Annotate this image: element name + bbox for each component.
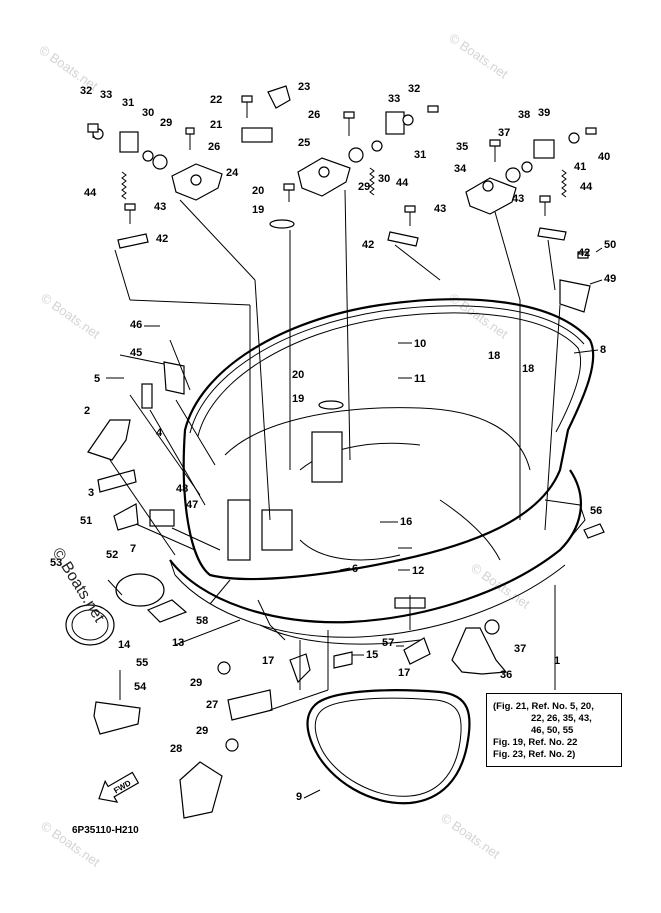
callout-29c: 29 <box>190 677 202 689</box>
callout-30b: 30 <box>378 173 390 185</box>
callout-52: 52 <box>106 549 118 561</box>
callouts: 1 2 3 4 5 6 7 8 9 10 11 12 13 14 15 16 1… <box>50 81 616 803</box>
callout-6: 6 <box>352 563 358 575</box>
callout-19: 19 <box>252 204 264 216</box>
callout-31b: 31 <box>414 149 426 161</box>
callout-48: 48 <box>176 483 188 495</box>
callout-34: 34 <box>454 163 467 175</box>
callout-7: 7 <box>130 543 136 555</box>
left-parts <box>65 361 273 819</box>
callout-43b: 43 <box>434 203 446 215</box>
callout-25: 25 <box>298 137 310 149</box>
callout-14: 14 <box>118 639 131 651</box>
callout-38: 38 <box>518 109 530 121</box>
watermark: © Boats.net <box>38 290 103 342</box>
callout-4: 4 <box>156 427 163 439</box>
sticker-56 <box>583 523 605 539</box>
callout-53: 53 <box>50 557 62 569</box>
catalog-code: 6P35110-H210 <box>72 825 139 836</box>
callout-44: 44 <box>84 187 97 199</box>
callout-37b: 37 <box>514 643 526 655</box>
bottom-cowling <box>169 298 595 645</box>
callout-15: 15 <box>366 649 378 661</box>
callout-50: 50 <box>604 239 616 251</box>
callout-56: 56 <box>590 505 602 517</box>
callout-42: 42 <box>156 233 168 245</box>
callout-36: 36 <box>500 669 512 681</box>
top-parts <box>87 85 597 410</box>
note-line: 22, 26, 35, 43, <box>531 713 592 724</box>
callout-45: 45 <box>130 347 142 359</box>
callout-23: 23 <box>298 81 310 93</box>
callout-29d: 29 <box>196 725 208 737</box>
callout-26b: 26 <box>308 109 320 121</box>
callout-18b: 18 <box>522 363 534 375</box>
callout-43: 43 <box>154 201 166 213</box>
callout-26: 26 <box>208 141 220 153</box>
note-line: (Fig. 21, Ref. No. 5, 20, <box>493 701 594 712</box>
callout-47: 47 <box>186 499 198 511</box>
callout-35: 35 <box>456 141 468 153</box>
callout-27: 27 <box>206 699 218 711</box>
callout-39: 39 <box>538 107 550 119</box>
callout-28: 28 <box>170 743 182 755</box>
callout-11: 11 <box>414 373 426 385</box>
callout-37: 37 <box>498 127 510 139</box>
callout-20: 20 <box>252 185 264 197</box>
callout-32b: 32 <box>408 83 420 95</box>
callout-19b: 19 <box>292 393 304 405</box>
fwd-arrow: FWD <box>98 771 140 803</box>
callout-8: 8 <box>600 344 606 356</box>
callout-49: 49 <box>604 273 616 285</box>
callout-5: 5 <box>94 373 100 385</box>
note-line: Fig. 19, Ref. No. 22 <box>493 737 578 748</box>
leader-lines <box>107 189 561 711</box>
callout-40: 40 <box>598 151 610 163</box>
callout-46: 46 <box>130 319 142 331</box>
callout-58: 58 <box>196 615 208 627</box>
callout-29b: 29 <box>358 181 370 193</box>
note-line: 46, 50, 55 <box>531 725 574 736</box>
callout-21: 21 <box>210 119 222 131</box>
callout-9: 9 <box>296 791 302 803</box>
callout-30: 30 <box>142 107 154 119</box>
callout-42b: 42 <box>362 239 374 251</box>
callout-13: 13 <box>172 637 184 649</box>
callout-22: 22 <box>210 94 222 106</box>
callout-43c: 43 <box>512 193 524 205</box>
callout-55: 55 <box>136 657 148 669</box>
callout-44b: 44 <box>396 177 409 189</box>
callout-31: 31 <box>122 97 134 109</box>
callout-2: 2 <box>84 405 90 417</box>
callout-29: 29 <box>160 117 172 129</box>
callout-10: 10 <box>414 338 426 350</box>
note-line: Fig. 23, Ref. No. 2) <box>493 749 576 760</box>
callout-41: 41 <box>574 161 586 173</box>
callout-12: 12 <box>412 565 424 577</box>
callout-32: 32 <box>80 85 92 97</box>
watermark: © Boats.net <box>446 30 511 82</box>
callout-16: 16 <box>400 516 412 528</box>
callout-33: 33 <box>100 89 112 101</box>
watermark: © Boats.net <box>438 810 503 862</box>
callout-54: 54 <box>134 681 147 693</box>
callout-51: 51 <box>80 515 92 527</box>
callout-1: 1 <box>554 655 560 667</box>
callout-18: 18 <box>488 350 500 362</box>
callout-leaders <box>106 247 603 799</box>
callout-24: 24 <box>226 167 239 179</box>
callout-44c: 44 <box>580 181 593 193</box>
callout-33b: 33 <box>388 93 400 105</box>
callout-57: 57 <box>382 637 394 649</box>
callout-20b: 20 <box>292 369 304 381</box>
callout-17b: 17 <box>398 667 410 679</box>
gasket-9 <box>306 689 471 805</box>
callout-17: 17 <box>262 655 274 667</box>
hose-36 <box>289 619 508 684</box>
callout-42c: 42 <box>578 247 590 259</box>
callout-3: 3 <box>88 487 94 499</box>
reference-note: (Fig. 21, Ref. No. 5, 20, 22, 26, 35, 43… <box>486 693 622 767</box>
